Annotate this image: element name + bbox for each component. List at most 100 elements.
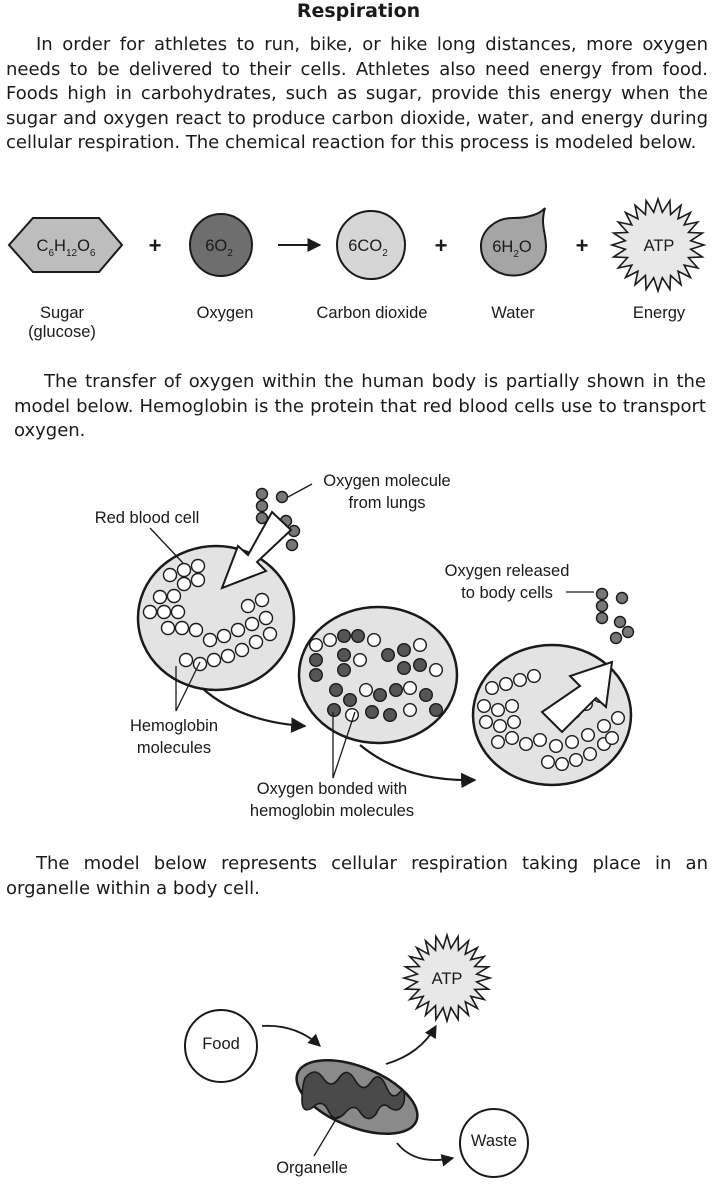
hemoglobin-molecule (248, 634, 264, 650)
bonded-molecule (367, 633, 382, 648)
hemoglobin-molecule (156, 604, 172, 620)
bonded-molecule (351, 629, 366, 644)
hemoglobin-molecule (555, 757, 570, 772)
label-bonded-1: Oxygen bonded with (257, 780, 407, 798)
label-red-blood-cell: Red blood cell (95, 509, 200, 527)
organelle-atp-label: ATP (432, 970, 463, 988)
bonded-molecule (329, 683, 344, 698)
oxygen-formula: 6O (205, 237, 227, 255)
hemoglobin-molecule (581, 728, 596, 743)
hemoglobin-molecule (188, 622, 204, 638)
hemoglobin-molecule (611, 711, 626, 726)
bonded-molecule (323, 633, 338, 648)
hemoglobin-molecule (176, 562, 192, 578)
bonded-molecule (383, 708, 398, 723)
organelle-atp-burst (401, 932, 493, 1024)
co2-sub: 2 (382, 248, 388, 259)
hemoglobin-molecule (244, 616, 260, 632)
bonded-molecule (309, 638, 324, 653)
bonded-molecule (309, 653, 324, 668)
mitochondrion (295, 1059, 419, 1135)
oxygen-name: Oxygen (197, 304, 254, 322)
oxygen-molecule (613, 615, 627, 629)
label-hemoglobin-2: molecules (137, 739, 211, 757)
hemoglobin-molecule (142, 604, 158, 620)
hemoglobin-molecule (485, 681, 500, 696)
hemoglobin-molecule (202, 632, 218, 648)
oxygen-transfer-model: Oxygen molecule from lungs Red blood cel… (95, 472, 635, 820)
hemoglobin-molecule (162, 567, 178, 583)
label-oxygen-released-1: Oxygen released (445, 562, 570, 580)
hemoglobin-molecule (569, 753, 584, 768)
label-oxygen-lungs-2: from lungs (348, 494, 425, 512)
hemoglobin-molecule (206, 652, 222, 668)
organelle-to-atp-arrow (385, 1024, 437, 1065)
hemoglobin-molecule (230, 622, 246, 638)
glucose-o: O (77, 237, 90, 255)
hemoglobin-molecule (190, 572, 206, 588)
hemoglobin-molecule (491, 703, 506, 718)
hemoglobin-molecule (258, 610, 274, 626)
bonded-molecule (343, 693, 358, 708)
water-name: Water (491, 304, 535, 322)
leader-red-blood-cell (149, 527, 184, 564)
label-hemoglobin-1: Hemoglobin (130, 717, 218, 735)
oxygen-molecule (595, 587, 609, 601)
hemoglobin-molecule (519, 737, 534, 752)
hemoglobin-molecule (565, 735, 580, 750)
bonded-molecule (403, 681, 418, 696)
water-drop: 6H2O (479, 207, 548, 277)
bonded-molecule (403, 703, 418, 718)
oxygen-molecule (621, 625, 635, 639)
bonded-molecule (337, 629, 352, 644)
glucose-c: C (37, 237, 49, 255)
plus-sign-2: + (435, 233, 448, 258)
hemoglobin-molecule (507, 715, 522, 730)
hemoglobin-molecule (176, 576, 192, 592)
hemoglobin-molecule (527, 669, 542, 684)
bonded-molecule (353, 653, 368, 668)
svg-text:6CO2: 6CO2 (348, 237, 388, 259)
oxygen-inflow-arrow (220, 510, 293, 590)
co2-name: Carbon dioxide (317, 304, 428, 322)
oxygen-molecule (615, 591, 629, 605)
glucose-h-sub: 12 (66, 248, 78, 259)
hemoglobin-molecule (240, 598, 256, 614)
hemoglobin-molecule (254, 592, 270, 608)
hemoglobin-molecule (499, 677, 514, 692)
bonded-molecule (365, 705, 380, 720)
hemoglobin-molecule (178, 652, 194, 668)
glucose-hexagon: C6H12O6 (7, 217, 124, 273)
oxygen-molecule (255, 499, 269, 513)
glucose-h: H (54, 237, 66, 255)
bonded-molecule (337, 648, 352, 663)
flow-arrow-1 (201, 687, 307, 733)
hemoglobin-molecule (541, 755, 556, 770)
hemoglobin-molecule (479, 715, 494, 730)
hemoglobin-molecule (220, 648, 236, 664)
hemoglobin-molecule (597, 719, 612, 734)
hemoglobin-molecule (491, 735, 506, 750)
hemoglobin-molecule (190, 558, 206, 574)
bonded-molecule (337, 663, 352, 678)
leader-oxygen-lungs (287, 483, 313, 498)
oxygen-circle: 6O2 (189, 213, 253, 277)
oxygen-molecule (609, 631, 623, 645)
svg-text:C6H12O6: C6H12O6 (37, 237, 96, 259)
chemical-equation: C6H12O6 + 6O2 6CO2 + 6H2O + ATP Sugar (7, 196, 707, 341)
svg-text:6O2: 6O2 (205, 237, 233, 259)
bonded-molecule (413, 638, 428, 653)
waste-circle (459, 1108, 529, 1178)
bonded-molecule (429, 663, 444, 678)
oxygen-molecule (255, 487, 269, 501)
hemoglobin-molecule (493, 719, 508, 734)
food-to-organelle-arrow (261, 1024, 321, 1047)
organelle-model: ATP Food Waste Organelle (184, 932, 529, 1178)
hemoglobin-molecule (505, 699, 520, 714)
label-oxygen-lungs-1: Oxygen molecule (323, 472, 450, 490)
co2-formula: 6CO (348, 237, 382, 255)
hemoglobin-molecule (166, 588, 182, 604)
plus-sign-1: + (149, 233, 162, 258)
bonded-molecule (413, 658, 428, 673)
flow-arrow-2 (359, 744, 477, 789)
